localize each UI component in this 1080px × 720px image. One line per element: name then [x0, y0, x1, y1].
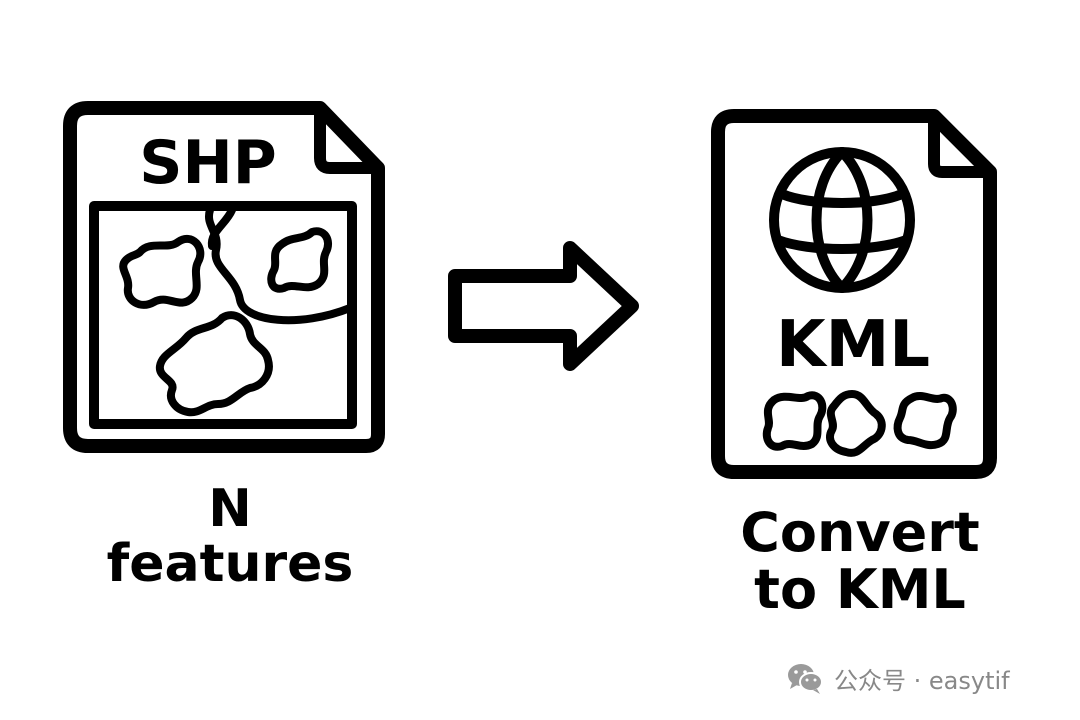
kml-file-outline [711, 109, 997, 479]
right-arrow-icon [448, 241, 639, 371]
target-caption-line2: to KML [754, 557, 966, 621]
source-caption-line1: N [208, 479, 252, 539]
kml-polygon [893, 392, 957, 450]
shp-file-fold [314, 102, 384, 174]
kml-file-icon: KML [711, 109, 997, 479]
shp-file-icon: SHP [63, 101, 385, 453]
globe-icon [769, 147, 915, 293]
shp-map-frame [89, 201, 357, 429]
kml-format-label: KML [776, 308, 930, 382]
kml-file-fold [928, 110, 996, 178]
shp-polygon-features [119, 227, 333, 417]
source-caption-line2: features [106, 533, 354, 594]
wechat-icon [788, 664, 823, 694]
source-caption: N features [70, 482, 390, 591]
kml-polygon [825, 390, 886, 457]
shp-polygon [119, 234, 205, 309]
shp-polygon [267, 227, 333, 293]
watermark-text: 公众号 · easytif [834, 666, 1010, 695]
shp-format-label: SHP [139, 128, 276, 198]
target-caption: Convert to KML [690, 501, 1030, 621]
kml-polygon [762, 391, 827, 451]
shp-polygon [155, 311, 273, 417]
shp-map-boundaries [204, 206, 354, 325]
target-caption-line1: Convert [740, 501, 980, 564]
watermark: 公众号 · easytif [786, 660, 1010, 696]
shp-file-outline [63, 101, 385, 453]
kml-polygon-features [762, 390, 957, 457]
